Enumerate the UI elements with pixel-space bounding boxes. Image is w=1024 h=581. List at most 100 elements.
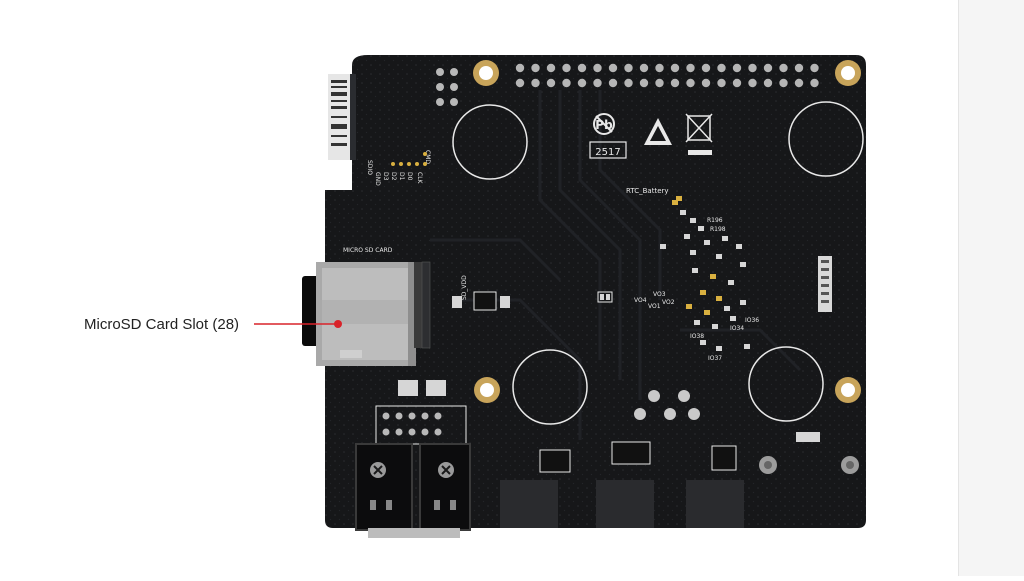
gpio-pin: [593, 78, 602, 88]
sdio-labels: SDIO GND D3 D2 D1 D0 CLK CMD: [366, 150, 431, 186]
gpio-pin: [748, 63, 757, 73]
smd-component: [700, 340, 706, 345]
smd-component: [694, 320, 700, 325]
cert-marks: Pb 2517: [589, 113, 713, 159]
gpio-pin: [624, 63, 633, 73]
gpio-pin: [546, 63, 556, 73]
gpio-pin: [531, 63, 540, 73]
smd-component: [740, 300, 746, 305]
callout-dot: [334, 320, 342, 328]
gpio-pin: [686, 63, 695, 73]
gpio-pin: [779, 78, 788, 88]
gpio-pin: [624, 78, 633, 88]
small-header: [436, 68, 458, 106]
svg-text:R196: R196: [707, 217, 723, 224]
smd-component: [736, 244, 742, 249]
smd-component: [716, 254, 722, 259]
standoff-circles: [452, 101, 864, 425]
sd-vdd-silkscreen: SD_VDD: [461, 275, 468, 300]
smd-component: [728, 280, 734, 285]
pcb-traces: [430, 90, 802, 440]
gpio-pin: [701, 78, 711, 88]
smd-component: [672, 200, 678, 205]
gpio-header: [515, 63, 819, 88]
gpio-pin: [686, 78, 695, 88]
gpio-pin: [515, 63, 525, 73]
svg-text:IO34: IO34: [730, 325, 744, 332]
svg-text:GND: GND: [374, 172, 381, 186]
smd-component: [704, 240, 710, 245]
gpio-pin: [810, 63, 819, 73]
smd-component: [744, 344, 750, 349]
gpio-pin: [717, 78, 726, 88]
smd-component: [724, 306, 730, 311]
smd-component: [722, 236, 728, 241]
svg-text:IO37: IO37: [708, 355, 722, 362]
gpio-pin: [732, 63, 742, 73]
svg-text:R198: R198: [710, 226, 726, 233]
svg-text:SDIO: SDIO: [366, 160, 373, 175]
smd-component: [700, 290, 706, 295]
smd-component: [690, 250, 696, 255]
gpio-pin: [577, 78, 587, 88]
smd-component: [698, 226, 704, 231]
smd-component: [676, 196, 682, 201]
svg-text:IO38: IO38: [690, 333, 704, 340]
smd-component: [710, 274, 716, 279]
gpio-pin: [794, 78, 804, 88]
svg-text:D3: D3: [382, 172, 389, 181]
svg-text:VO1: VO1: [648, 303, 661, 310]
component-labels: R196 R198 VO4 VO3 VO2 VO1 IO38 IO37 IO34…: [634, 217, 759, 362]
gpio-pin: [608, 78, 618, 88]
gpio-pin: [531, 78, 540, 88]
bottom-ports: [355, 443, 471, 538]
gpio-pin: [701, 63, 711, 73]
gpio-pin: [670, 63, 680, 73]
smd-component: [716, 296, 722, 301]
svg-text:D1: D1: [398, 172, 405, 181]
svg-text:CLK: CLK: [416, 172, 423, 185]
gpio-pin: [639, 63, 649, 73]
side-label-marks: [331, 80, 347, 146]
gpio-pin: [748, 78, 757, 88]
gpio-pin: [593, 63, 602, 73]
smd-component: [684, 234, 690, 239]
gpio-pin: [779, 63, 788, 73]
micro-sd-silkscreen: MICRO SD CARD: [343, 247, 393, 254]
gpio-pin: [670, 78, 680, 88]
svg-text:CMD: CMD: [424, 150, 431, 164]
gpio-pin: [608, 63, 618, 73]
microsd-callout-label: MicroSD Card Slot (28): [84, 316, 240, 333]
screws: [759, 456, 859, 474]
gpio-pin: [794, 63, 804, 73]
smd-component: [692, 268, 698, 273]
gpio-pin: [655, 63, 664, 73]
cert-number: 2517: [595, 147, 620, 158]
smd-component: [740, 262, 746, 267]
regulators: [634, 390, 700, 420]
microsd-slot: [302, 262, 428, 366]
gpio-pin: [717, 63, 726, 73]
gpio-pin: [577, 63, 587, 73]
svg-text:VO3: VO3: [653, 291, 666, 298]
gpio-pin: [639, 78, 649, 88]
component-cluster: [660, 196, 750, 351]
mounting-holes: [473, 60, 861, 403]
gpio-pin: [732, 78, 742, 88]
svg-text:IO36: IO36: [745, 317, 759, 324]
smd-component: [716, 346, 722, 351]
sdio-pads: [391, 152, 427, 166]
smd-component: [712, 324, 718, 329]
gpio-pin: [562, 78, 571, 88]
smd-component: [660, 244, 666, 249]
svg-text:VO4: VO4: [634, 297, 647, 304]
gpio-pin: [763, 78, 773, 88]
svg-text:D0: D0: [406, 172, 413, 181]
gpio-pin: [546, 78, 556, 88]
gpio-pin: [515, 78, 525, 88]
bottom-left-header: [375, 380, 467, 445]
gpio-pin: [763, 63, 773, 73]
gpio-pin: [655, 78, 664, 88]
